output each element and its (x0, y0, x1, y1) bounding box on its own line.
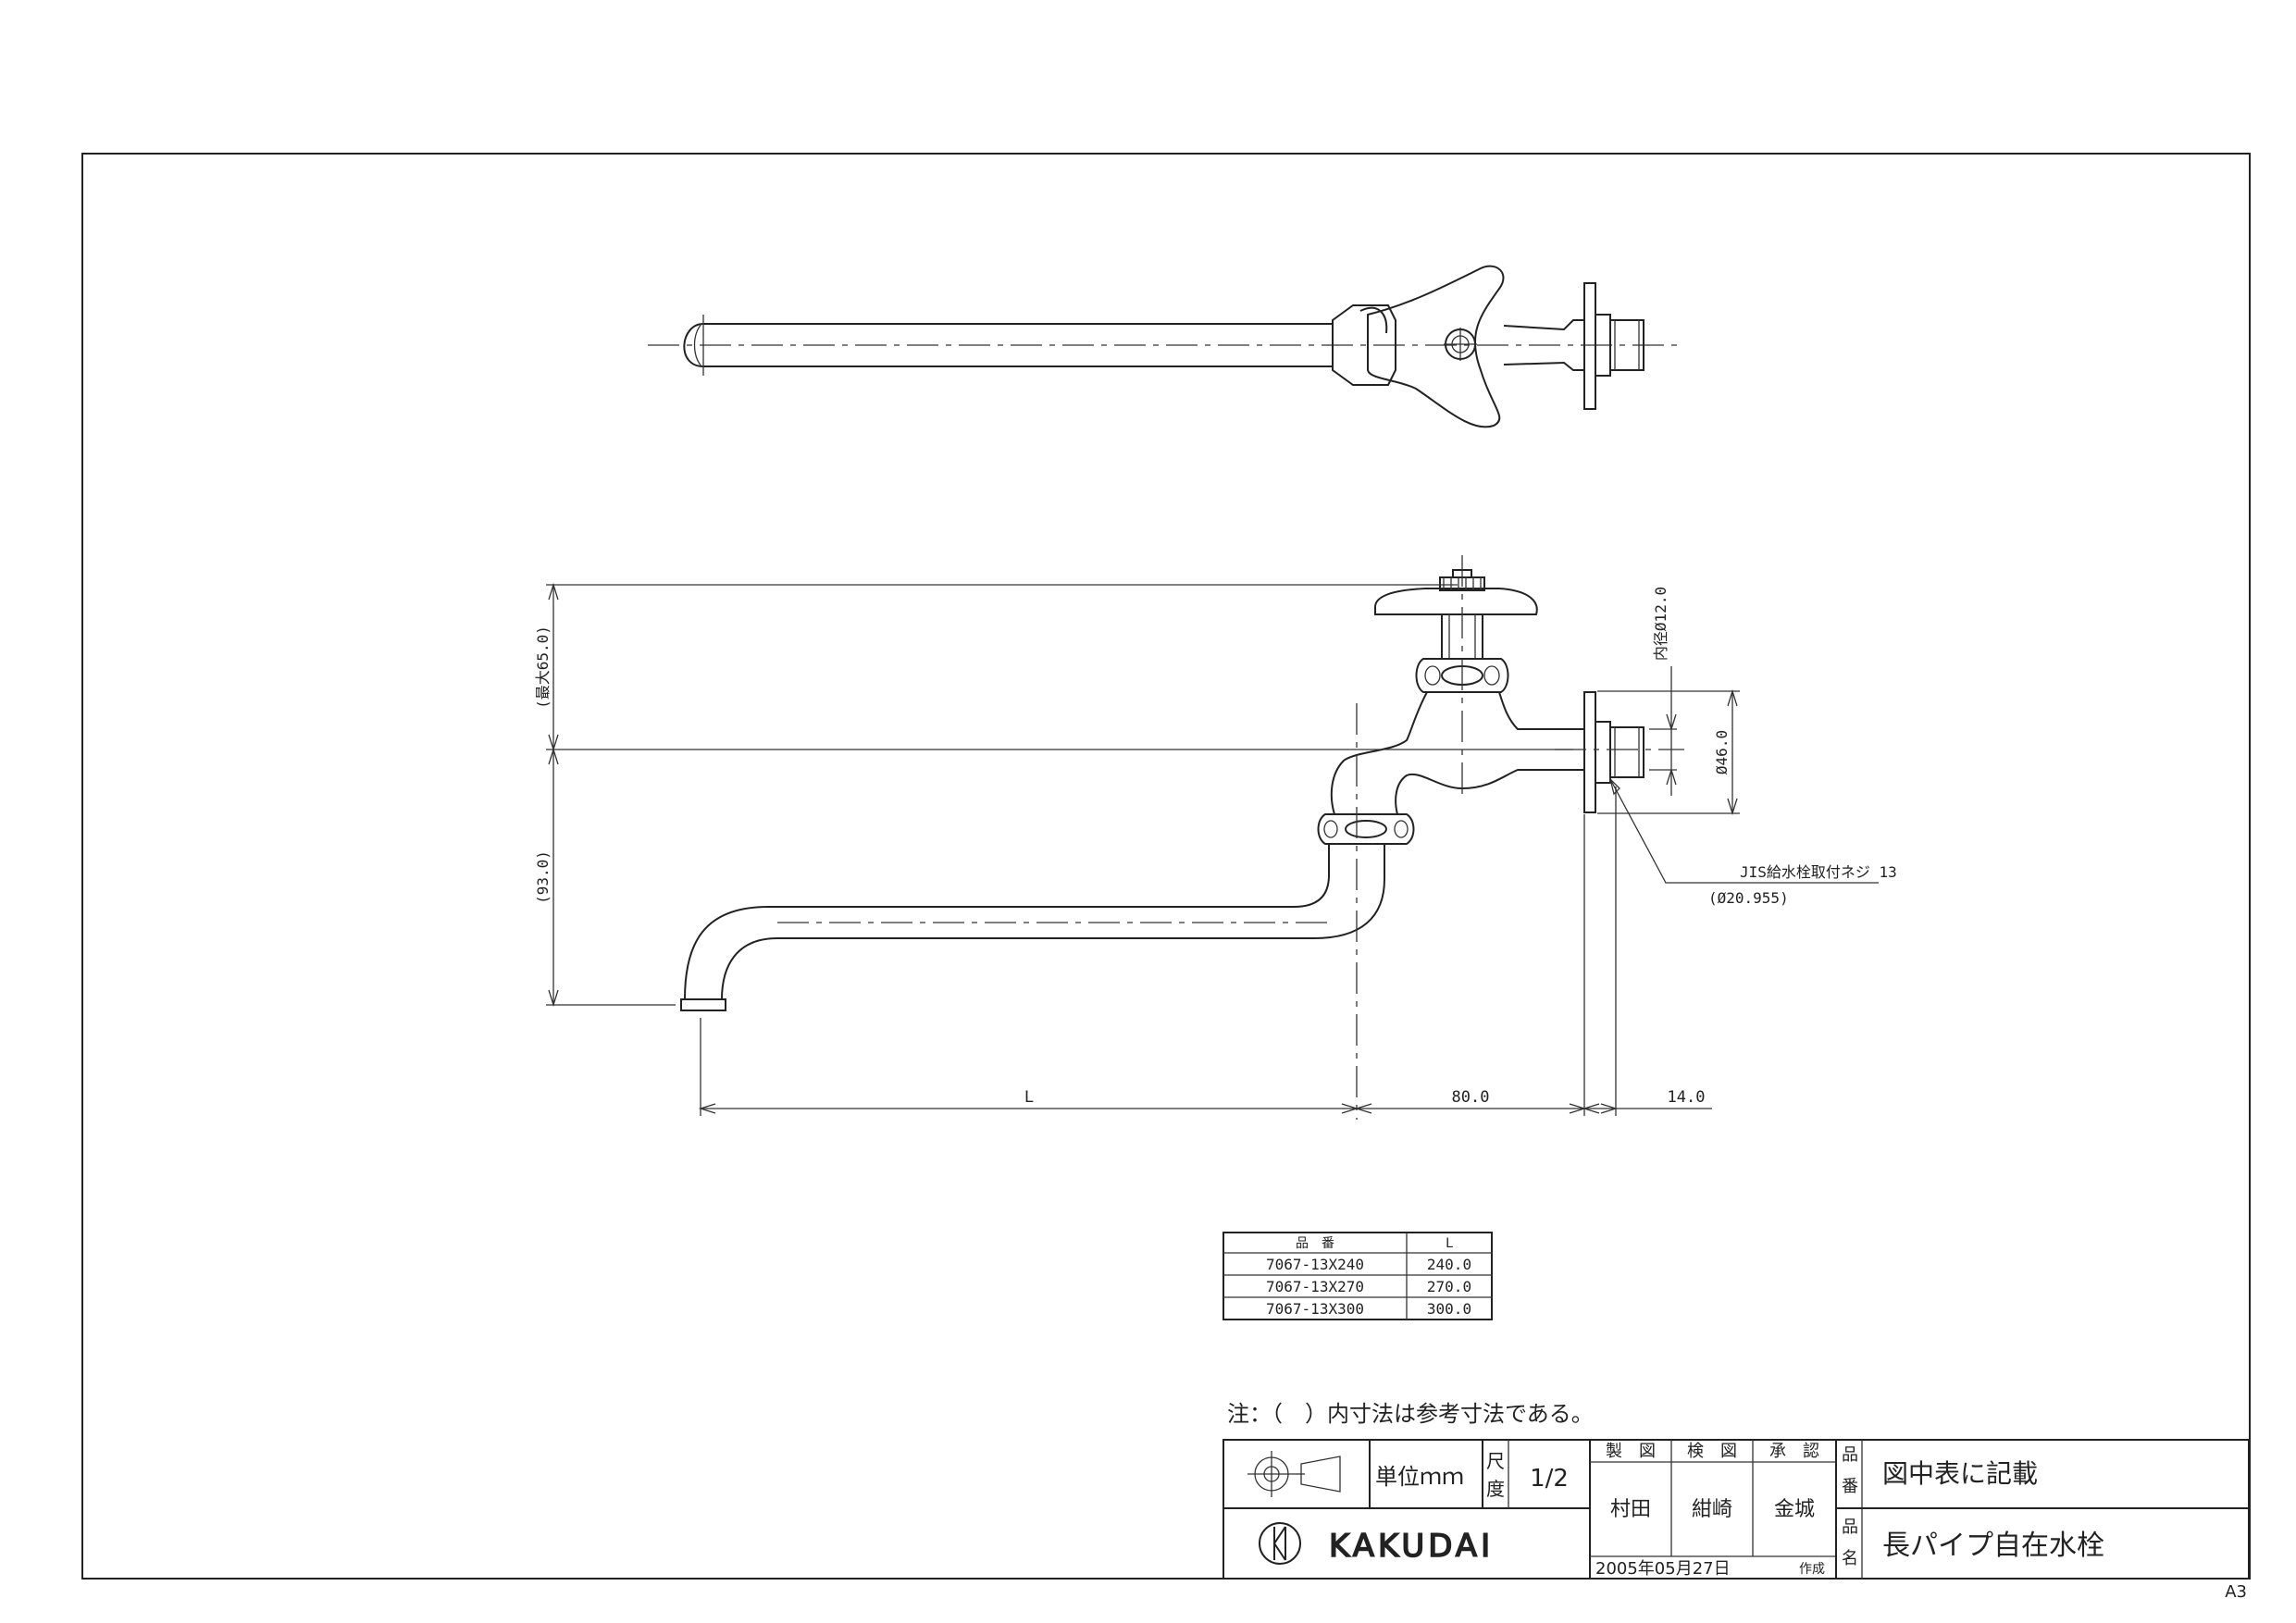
part-name-label-2: 名 (1842, 1549, 1858, 1568)
faucet-top-view (648, 265, 1684, 428)
dim-inner-diameter: 内径Ø12.0 (1652, 587, 1669, 661)
creation-date: 2005年05月27日 (1595, 1559, 1731, 1579)
parts-table: 品 番 L 7067-13X240 240.0 7067-13X270 270.… (1222, 1232, 1493, 1320)
name-approved: 金城 (1774, 1498, 1815, 1521)
reference-note: 注：（ ）内寸法は参考寸法である。 (1227, 1401, 1594, 1427)
part-no-label-2: 番 (1842, 1477, 1858, 1496)
table-cell-L-1: 240.0 (1427, 1256, 1471, 1273)
title-block: 単位ｍｍ 尺 度 1/2 KAKUDAI 製 図 検 図 承 認 村田 紺崎 金… (1222, 1439, 2250, 1580)
role-drafted: 製 図 (1606, 1442, 1656, 1461)
role-checked: 検 図 (1687, 1442, 1737, 1461)
name-drafted: 村田 (1610, 1498, 1651, 1521)
part-name-value: 長パイプ自在水栓 (1882, 1530, 2104, 1562)
sheet-size-label: A3 (2225, 1582, 2247, 1602)
dim-80: 80.0 (1452, 1088, 1490, 1107)
name-checked: 紺崎 (1692, 1498, 1732, 1521)
part-name-label-1: 品 (1842, 1518, 1858, 1537)
dim-flange-diameter: Ø46.0 (1713, 730, 1731, 774)
logo-text: KAKUDAI (1329, 1528, 1494, 1565)
table-cell-part-1: 7067-13X240 (1266, 1256, 1364, 1273)
part-no-label-1: 品 (1842, 1445, 1858, 1465)
dim-max-height: (最大65.0) (534, 626, 552, 709)
thread-diameter: (Ø20.955) (1708, 889, 1789, 907)
role-approved: 承 認 (1769, 1442, 1819, 1461)
table-header-part-no: 品 番 (1296, 1236, 1334, 1251)
part-no-value: 図中表に記載 (1882, 1458, 2038, 1489)
thread-note: JIS給水栓取付ネジ 13 (1740, 863, 1897, 881)
dim-14: 14.0 (1668, 1088, 1706, 1107)
table-header-L: L (1446, 1236, 1453, 1251)
dim-93: (93.0) (534, 850, 552, 904)
unit-label: 単位ｍｍ (1375, 1464, 1464, 1490)
scale-value: 1/2 (1530, 1465, 1569, 1493)
table-cell-part-3: 7067-13X300 (1266, 1300, 1364, 1318)
third-angle-projection-icon (1247, 1451, 1341, 1497)
dim-L: L (1024, 1088, 1034, 1107)
scale-label-2: 度 (1486, 1478, 1505, 1500)
kakudai-logo: KAKUDAI (1259, 1522, 1494, 1566)
scale-label-1: 尺 (1486, 1450, 1505, 1472)
table-cell-L-2: 270.0 (1427, 1278, 1471, 1295)
creation-date-suffix: 作成 (1799, 1562, 1825, 1577)
dimensions: (最大65.0) (93.0) L 80.0 14.0 内径Ø12.0 Ø46.… (534, 582, 1897, 1116)
faucet-front-view (680, 555, 1684, 1120)
table-cell-part-2: 7067-13X270 (1266, 1278, 1364, 1295)
table-cell-L-3: 300.0 (1427, 1300, 1471, 1318)
sheet-border (81, 153, 2251, 1580)
